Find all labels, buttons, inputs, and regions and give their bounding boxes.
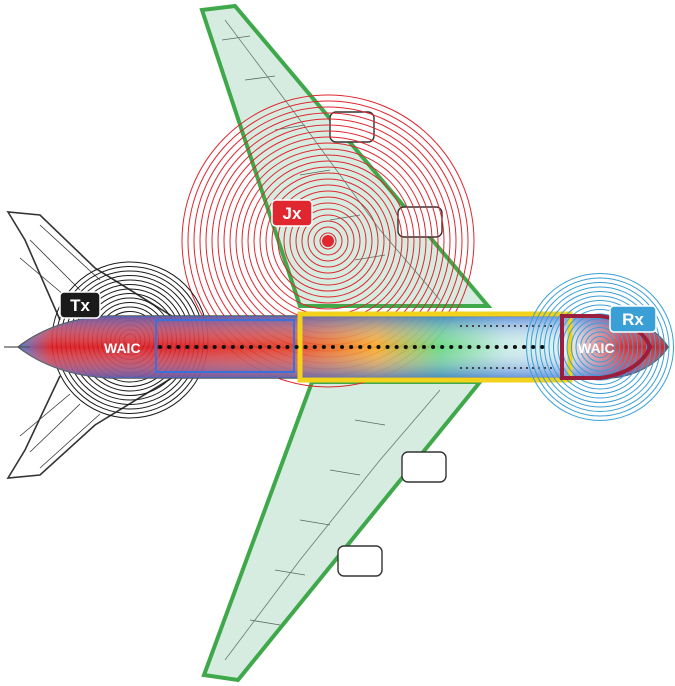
receiver-field-ring bbox=[553, 300, 647, 394]
jammer-badge: Jx bbox=[271, 199, 313, 227]
receiver-field-ring bbox=[580, 327, 620, 367]
jammer-source-dot bbox=[322, 235, 334, 247]
receiver-field-ring bbox=[571, 318, 629, 376]
jammer-field-ring bbox=[301, 214, 355, 268]
jammer-field-ring bbox=[265, 178, 391, 304]
engines-lower bbox=[337, 451, 447, 577]
receiver-field-ring bbox=[557, 304, 643, 390]
receiver-field-ring bbox=[539, 286, 661, 408]
receiver-field-ring bbox=[544, 291, 656, 403]
jammer-field-ring bbox=[307, 220, 349, 262]
jammer-field-ring bbox=[313, 226, 343, 256]
waic-label-right: WAIC bbox=[578, 340, 615, 356]
tail-stabilizers bbox=[6, 211, 176, 479]
receiver-field-ring bbox=[526, 273, 674, 421]
receiver-field-ring bbox=[593, 340, 607, 354]
cabin-highlight bbox=[297, 311, 573, 383]
jammer-field-ring bbox=[271, 184, 385, 298]
receiver-field-ring bbox=[535, 282, 665, 412]
transmitter-badge: Tx bbox=[59, 291, 101, 319]
jammer-field-ring bbox=[295, 208, 361, 274]
receiver-badge: Rx bbox=[609, 305, 657, 333]
waic-label-left: WAIC bbox=[104, 340, 141, 356]
receiver-label: Rx bbox=[622, 310, 644, 329]
jammer-field-ring bbox=[289, 202, 367, 280]
jammer-label: Jx bbox=[283, 204, 302, 223]
receiver-field-rings bbox=[526, 273, 674, 421]
receiver-field-ring bbox=[575, 322, 625, 372]
jammer-field-ring bbox=[319, 232, 337, 250]
jammer-field-ring bbox=[259, 172, 397, 310]
jammer-field-ring bbox=[283, 196, 373, 286]
transmitter-label: Tx bbox=[70, 296, 90, 315]
jammer-field-ring bbox=[181, 94, 475, 388]
receiver-field-ring bbox=[530, 277, 670, 417]
rear-section-box bbox=[155, 319, 295, 373]
receiver-field-ring bbox=[584, 331, 616, 363]
jammer-field-ring bbox=[277, 190, 379, 292]
lower-wing bbox=[201, 380, 485, 683]
receiver-field-ring bbox=[589, 336, 611, 358]
